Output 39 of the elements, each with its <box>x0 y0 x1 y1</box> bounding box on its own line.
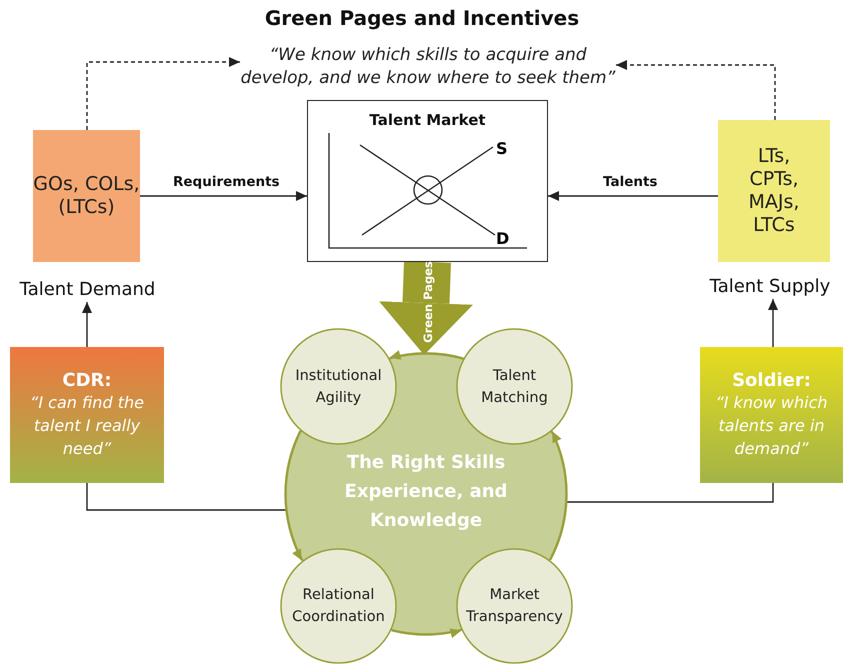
concept-circle <box>280 548 397 664</box>
quote-text: “I know which talents are in demand” <box>714 392 829 460</box>
block-arrow <box>379 261 473 355</box>
chart-title: Talent Market <box>368 111 487 129</box>
concept-circle <box>280 328 397 445</box>
node-label: LTs, CPTs, MAJs, LTCs <box>748 145 800 237</box>
title: Green Pages and Incentives <box>264 6 580 30</box>
caption-text: Talent Demand <box>20 278 156 300</box>
talent-market-box <box>307 100 548 262</box>
arrow <box>389 350 464 360</box>
caption-text: Talent Supply <box>710 276 830 296</box>
arrow <box>82 302 92 347</box>
arrow <box>284 430 302 561</box>
role-label: Soldier: <box>732 370 811 391</box>
concept-circle <box>456 548 573 664</box>
arrow <box>548 191 718 201</box>
node-label: Relational Coordination <box>291 586 386 627</box>
node-label: Institutional Agility <box>294 366 383 408</box>
role-label: CDR: <box>62 370 112 391</box>
node-label: Talent Matching <box>480 366 549 408</box>
demand-box <box>33 130 140 262</box>
node-label: Market Transparency <box>465 586 564 627</box>
edge-label: Green Pages <box>421 261 435 343</box>
arrow <box>86 57 240 130</box>
node-label: The Right Skills Experience, and Knowledge <box>344 450 508 532</box>
node-label: GOs, COLs, (LTCs) <box>33 173 140 219</box>
curve-label: D <box>496 229 510 248</box>
supply-box <box>718 120 830 262</box>
arrow <box>391 628 462 638</box>
concept-circle <box>456 328 573 445</box>
quote-text: “We know which skills to acquire and develop, and we know where to seek them” <box>240 44 616 90</box>
quote-card <box>700 347 843 483</box>
quote-text: “I can find the talent I really need” <box>29 392 145 460</box>
quote-card <box>10 347 164 483</box>
curve-label: S <box>496 139 508 158</box>
arrow <box>140 191 307 201</box>
arrow <box>768 299 778 347</box>
arrow <box>550 430 568 560</box>
arrow <box>616 60 776 120</box>
